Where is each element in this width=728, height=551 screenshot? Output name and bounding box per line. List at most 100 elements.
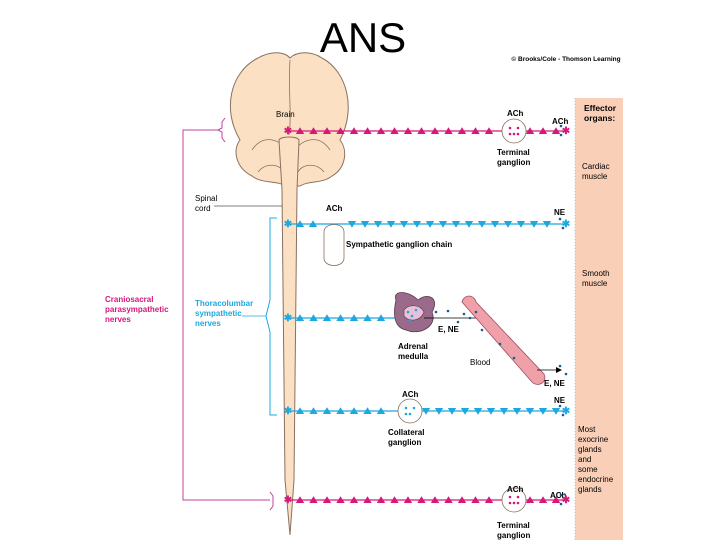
- effector-smooth-line1: Smooth: [582, 269, 610, 278]
- pathway-arrow-marker: [460, 408, 470, 415]
- pathway-arrow-marker: [336, 127, 345, 134]
- neurotransmitter-dot: [456, 320, 460, 324]
- pathway-arrow-marker: [430, 127, 440, 134]
- pathway-arrow-marker: [525, 408, 535, 415]
- effector-cardiac-line2: muscle: [582, 172, 608, 181]
- pathway-arrow-marker: [308, 220, 318, 227]
- pathway-arrow-marker: [373, 221, 383, 228]
- neurotransmitter-dot: [414, 308, 418, 312]
- pathway-arrow-marker: [457, 127, 467, 134]
- blood-vessel: [461, 295, 546, 385]
- sympathetic-ganglion-chain: [323, 224, 345, 266]
- pathway-arrow-marker: [412, 221, 422, 228]
- pathway-arrow-marker: [551, 408, 561, 415]
- ach-chain-label: ACh: [326, 204, 343, 213]
- thoracolumbar-label-line2: sympathetic: [195, 309, 242, 318]
- neurotransmitter-dot: [462, 312, 466, 316]
- pathway-arrow-marker: [516, 221, 526, 228]
- neurotransmitter-dot: [508, 495, 512, 499]
- effector-glands-line: and: [578, 455, 591, 464]
- neurotransmitter-dot: [404, 406, 408, 410]
- pathway-arrow-marker: [295, 127, 305, 134]
- pathway-arrow-marker: [403, 496, 413, 503]
- pathway-arrow-marker: [349, 496, 359, 503]
- brain-fissure: [288, 59, 291, 136]
- spinal-cord-label-line1: Spinal: [195, 194, 217, 203]
- pathway-arrow-marker: [529, 221, 539, 228]
- pathway-arrow-marker: [309, 127, 318, 134]
- pathway-arrow-marker: [295, 496, 305, 503]
- page-title: ANS: [320, 14, 406, 61]
- effector-heading-line2: organs:: [584, 113, 615, 123]
- pathway-arrow-marker: [347, 221, 357, 228]
- pathway-arrow-marker: [417, 496, 426, 503]
- pathway-arrow-marker: [444, 496, 453, 503]
- pathway-arrow-marker: [403, 127, 413, 134]
- pathway-arrow-marker: [309, 407, 318, 414]
- adrenal-medulla-label-line1: Adrenal: [398, 342, 428, 351]
- effector-panel: [575, 98, 623, 540]
- brain-label: Brain: [276, 110, 295, 119]
- pathway-arrow-marker: [538, 127, 548, 134]
- effector-heading-line1: Effector: [584, 103, 617, 113]
- ach-bottom-ganglion-label: ACh: [507, 485, 524, 494]
- neurotransmitter-dot: [408, 412, 412, 416]
- neuron-cell-body-marker: ✱: [284, 495, 293, 506]
- pathway-arrow-marker: [444, 127, 453, 134]
- pathway-arrow-marker: [438, 221, 448, 228]
- neurotransmitter-dot: [516, 501, 520, 505]
- neuron-cell-body-marker: ✱: [284, 313, 293, 324]
- collateral-ganglion: [397, 398, 423, 424]
- pathway-arrow-marker: [471, 496, 480, 503]
- pathway-arrow-marker: [322, 314, 332, 321]
- ne-collateral-label: NE: [554, 396, 566, 405]
- pathway-arrow-marker: [484, 496, 494, 503]
- effector-glands-line: glands: [578, 445, 602, 454]
- neuron-cell-body-marker: ✱: [284, 219, 293, 230]
- pathway-arrow-marker: [363, 314, 372, 321]
- neurotransmitter-dot: [480, 328, 484, 332]
- neurotransmitter-dot: [408, 318, 412, 322]
- neurotransmitter-dot: [512, 132, 516, 136]
- collateral-ganglion-label-line1: Collateral: [388, 428, 424, 437]
- neuron-cell-body-marker: ✱: [562, 219, 571, 230]
- pathway-arrow-marker: [538, 408, 548, 415]
- neuron-cell-body-marker: ✱: [284, 126, 293, 137]
- pathway-arrow-marker: [457, 496, 467, 503]
- effector-glands-line: Most: [578, 425, 596, 434]
- neurotransmitter-dot: [558, 404, 562, 408]
- pathway-arrow-marker: [322, 127, 332, 134]
- pathway-arrow-marker: [349, 314, 359, 321]
- neurotransmitter-dot: [406, 310, 410, 314]
- pathway-arrow-marker: [390, 127, 399, 134]
- synapse-markers: ✱✱✱✱: [404, 124, 571, 506]
- copyright-notice: © Brooks/Cole - Thomson Learning: [511, 55, 620, 63]
- pathway-arrow-marker: [336, 407, 345, 414]
- pathway-arrow-marker: [471, 127, 480, 134]
- pathway-arrow-marker: [376, 496, 386, 503]
- effector-glands-text: Most exocrine glands and some endocrine …: [578, 425, 614, 494]
- spinal-cord-label-line2: cord: [195, 204, 211, 213]
- pathway-arrow-marker: [486, 408, 496, 415]
- pathway-arrow-marker: [295, 314, 305, 321]
- ach-top-effector-label: ACh: [552, 117, 569, 126]
- adrenal-e-ne-label: E, NE: [438, 325, 460, 334]
- pathway-arrow-marker: [425, 221, 435, 228]
- pathway-arrow-marker: [376, 407, 386, 414]
- neurotransmitter-dot: [512, 501, 516, 505]
- terminal-ganglion-bottom: [501, 487, 527, 513]
- neurotransmitter-dot: [512, 356, 516, 360]
- pathway-arrow-marker: [363, 127, 372, 134]
- neuron-cell-body-marker: ✱: [562, 495, 571, 506]
- thoracolumbar-label-line1: Thoracolumbar: [195, 299, 253, 308]
- pathway-arrow-marker: [399, 221, 409, 228]
- pathway-arrow-marker: [512, 408, 522, 415]
- pathway-arrow-marker: [484, 127, 494, 134]
- pathway-arrow-marker: [477, 221, 487, 228]
- pathway-arrow-marker: [376, 314, 386, 321]
- neurotransmitter-dot: [516, 495, 520, 499]
- pathway-arrow-marker: [451, 221, 461, 228]
- neurotransmitter-dot: [561, 413, 565, 417]
- blood-label: Blood: [470, 358, 490, 367]
